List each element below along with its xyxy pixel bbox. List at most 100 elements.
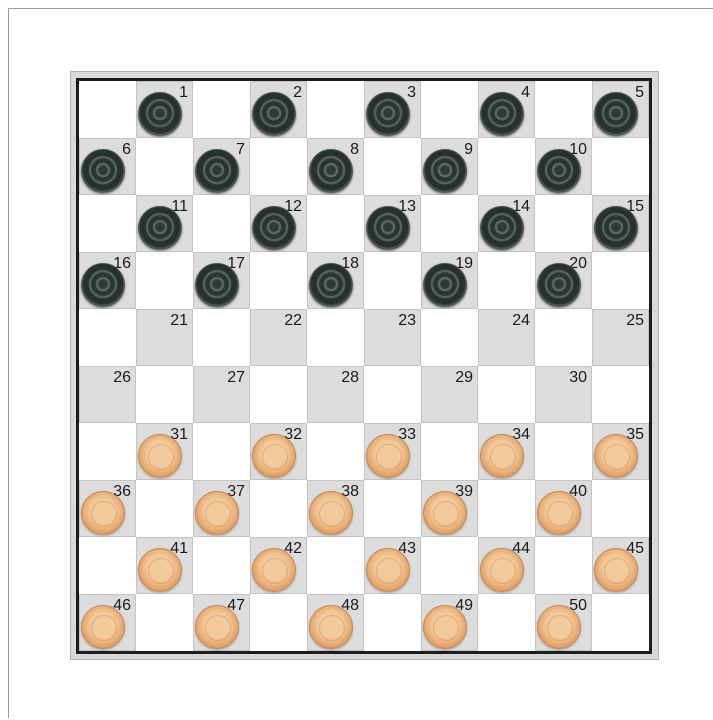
- square-11[interactable]: 11: [136, 195, 193, 252]
- black-piece-11[interactable]: [138, 206, 182, 250]
- square-24[interactable]: 24: [478, 309, 535, 366]
- square-42[interactable]: 42: [250, 537, 307, 594]
- white-piece-40[interactable]: [537, 491, 581, 535]
- black-piece-2[interactable]: [252, 92, 296, 136]
- black-piece-18[interactable]: [309, 263, 353, 307]
- black-piece-19[interactable]: [423, 263, 467, 307]
- square-40[interactable]: 40: [535, 480, 592, 537]
- white-piece-41[interactable]: [138, 548, 182, 592]
- square-14[interactable]: 14: [478, 195, 535, 252]
- light-square: [478, 138, 535, 195]
- square-1[interactable]: 1: [136, 81, 193, 138]
- light-square: [478, 252, 535, 309]
- black-piece-7[interactable]: [195, 149, 239, 193]
- black-piece-1[interactable]: [138, 92, 182, 136]
- light-square: [364, 480, 421, 537]
- square-33[interactable]: 33: [364, 423, 421, 480]
- white-piece-48[interactable]: [309, 605, 353, 649]
- square-30[interactable]: 30: [535, 366, 592, 423]
- black-piece-20[interactable]: [537, 263, 581, 307]
- square-20[interactable]: 20: [535, 252, 592, 309]
- square-8[interactable]: 8: [307, 138, 364, 195]
- white-piece-43[interactable]: [366, 548, 410, 592]
- black-piece-6[interactable]: [81, 149, 125, 193]
- black-piece-13[interactable]: [366, 206, 410, 250]
- black-piece-16[interactable]: [81, 263, 125, 307]
- square-45[interactable]: 45: [592, 537, 649, 594]
- square-39[interactable]: 39: [421, 480, 478, 537]
- white-piece-33[interactable]: [366, 434, 410, 478]
- white-piece-36[interactable]: [81, 491, 125, 535]
- square-5[interactable]: 5: [592, 81, 649, 138]
- black-piece-3[interactable]: [366, 92, 410, 136]
- black-piece-10[interactable]: [537, 149, 581, 193]
- white-piece-31[interactable]: [138, 434, 182, 478]
- square-4[interactable]: 4: [478, 81, 535, 138]
- square-18[interactable]: 18: [307, 252, 364, 309]
- light-square: [250, 480, 307, 537]
- square-3[interactable]: 3: [364, 81, 421, 138]
- square-34[interactable]: 34: [478, 423, 535, 480]
- light-square: [364, 252, 421, 309]
- square-44[interactable]: 44: [478, 537, 535, 594]
- black-piece-15[interactable]: [594, 206, 638, 250]
- square-23[interactable]: 23: [364, 309, 421, 366]
- square-15[interactable]: 15: [592, 195, 649, 252]
- square-13[interactable]: 13: [364, 195, 421, 252]
- white-piece-44[interactable]: [480, 548, 524, 592]
- black-piece-9[interactable]: [423, 149, 467, 193]
- square-27[interactable]: 27: [193, 366, 250, 423]
- square-41[interactable]: 41: [136, 537, 193, 594]
- square-2[interactable]: 2: [250, 81, 307, 138]
- square-10[interactable]: 10: [535, 138, 592, 195]
- square-6[interactable]: 6: [79, 138, 136, 195]
- white-piece-42[interactable]: [252, 548, 296, 592]
- square-47[interactable]: 47: [193, 594, 250, 651]
- white-piece-38[interactable]: [309, 491, 353, 535]
- square-35[interactable]: 35: [592, 423, 649, 480]
- square-48[interactable]: 48: [307, 594, 364, 651]
- square-32[interactable]: 32: [250, 423, 307, 480]
- white-piece-39[interactable]: [423, 491, 467, 535]
- white-piece-34[interactable]: [480, 434, 524, 478]
- square-21[interactable]: 21: [136, 309, 193, 366]
- light-square: [364, 594, 421, 651]
- square-25[interactable]: 25: [592, 309, 649, 366]
- square-50[interactable]: 50: [535, 594, 592, 651]
- square-43[interactable]: 43: [364, 537, 421, 594]
- square-38[interactable]: 38: [307, 480, 364, 537]
- black-piece-8[interactable]: [309, 149, 353, 193]
- square-22[interactable]: 22: [250, 309, 307, 366]
- square-17[interactable]: 17: [193, 252, 250, 309]
- white-piece-46[interactable]: [81, 605, 125, 649]
- square-7[interactable]: 7: [193, 138, 250, 195]
- black-piece-17[interactable]: [195, 263, 239, 307]
- square-46[interactable]: 46: [79, 594, 136, 651]
- light-square: [592, 252, 649, 309]
- square-31[interactable]: 31: [136, 423, 193, 480]
- black-piece-4[interactable]: [480, 92, 524, 136]
- square-16[interactable]: 16: [79, 252, 136, 309]
- white-piece-37[interactable]: [195, 491, 239, 535]
- square-36[interactable]: 36: [79, 480, 136, 537]
- square-12[interactable]: 12: [250, 195, 307, 252]
- square-number: 3: [407, 84, 416, 102]
- square-26[interactable]: 26: [79, 366, 136, 423]
- square-37[interactable]: 37: [193, 480, 250, 537]
- square-29[interactable]: 29: [421, 366, 478, 423]
- black-piece-14[interactable]: [480, 206, 524, 250]
- white-piece-32[interactable]: [252, 434, 296, 478]
- square-19[interactable]: 19: [421, 252, 478, 309]
- black-piece-5[interactable]: [594, 92, 638, 136]
- white-piece-35[interactable]: [594, 434, 638, 478]
- square-number: 28: [341, 369, 359, 387]
- square-9[interactable]: 9: [421, 138, 478, 195]
- white-piece-50[interactable]: [537, 605, 581, 649]
- white-piece-47[interactable]: [195, 605, 239, 649]
- square-49[interactable]: 49: [421, 594, 478, 651]
- light-square: [592, 480, 649, 537]
- black-piece-12[interactable]: [252, 206, 296, 250]
- white-piece-49[interactable]: [423, 605, 467, 649]
- square-28[interactable]: 28: [307, 366, 364, 423]
- white-piece-45[interactable]: [594, 548, 638, 592]
